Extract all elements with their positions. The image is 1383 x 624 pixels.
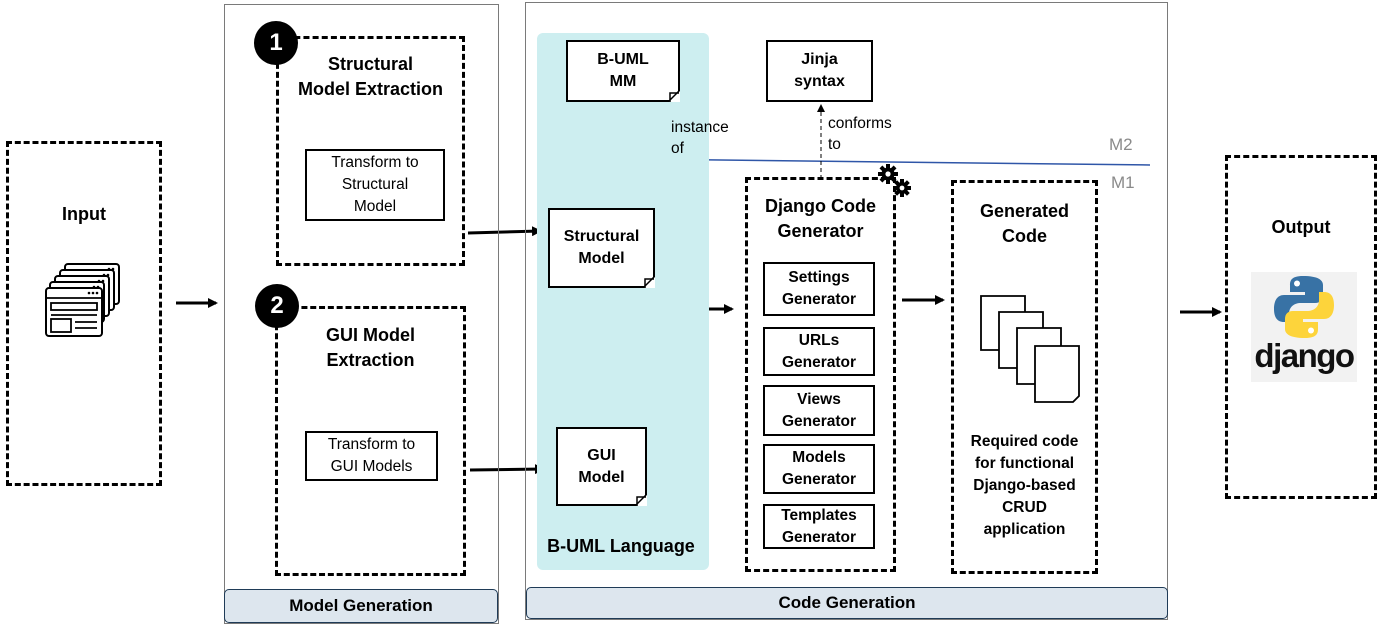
- jinja-syntax-box: Jinja syntax: [766, 40, 873, 102]
- buml-metamodel-note: B-UML MM: [566, 40, 680, 102]
- generated-code-description: Required code for functional Django-base…: [970, 433, 1079, 538]
- code-generation-panel: [525, 2, 1168, 620]
- models-generator-box: Models Generator: [763, 444, 875, 494]
- code-files-icon: [980, 295, 1080, 403]
- gui-task-box: Transform to GUI Models: [305, 431, 438, 481]
- django-generator-title: Django Code Generator: [765, 196, 876, 241]
- structural-model-note: Structural Model: [548, 208, 655, 288]
- buml-metamodel-label: B-UML MM: [597, 51, 649, 90]
- python-django-logo: django: [1251, 272, 1357, 382]
- model-generation-footer: Model Generation: [224, 589, 498, 623]
- step-1-badge: 1: [254, 21, 298, 65]
- structural-extraction-box: Structural Model Extraction Transform to…: [276, 36, 465, 266]
- conforms-to-label: conforms to: [828, 115, 892, 153]
- generated-code-box: Generated Code Required code for functio…: [951, 180, 1098, 574]
- input-box: Input: [6, 141, 162, 486]
- django-wordmark: django: [1254, 337, 1355, 374]
- documents-icon: [45, 263, 120, 337]
- templates-generator-box: Templates Generator: [763, 504, 875, 549]
- views-generator-box: Views Generator: [763, 385, 875, 436]
- arrow-structural-extraction-to-model: [467, 226, 542, 237]
- m1-level-label: M1: [1111, 173, 1135, 192]
- django-code-generator-box: Django Code Generator: [745, 177, 896, 572]
- buml-language-label: B-UML Language: [547, 536, 695, 556]
- code-generation-footer: Code Generation: [526, 587, 1168, 619]
- gui-model-label: GUI Model: [578, 446, 625, 486]
- structural-extraction-title: Structural Model Extraction: [297, 54, 444, 99]
- structural-task-box: Transform to Structural Model: [305, 149, 445, 221]
- input-label: Input: [62, 204, 106, 224]
- m2-level-label: M2: [1109, 135, 1133, 154]
- gui-extraction-title: GUI Model Extraction: [326, 325, 415, 370]
- page-fold-icon: [643, 276, 655, 288]
- arrow-gui-extraction-to-model: [469, 464, 545, 475]
- structural-model-label: Structural Model: [563, 228, 640, 267]
- gui-model-note: GUI Model: [556, 427, 647, 506]
- page-fold-icon: [668, 90, 680, 102]
- generated-code-title: Generated Code: [979, 201, 1070, 246]
- page-fold-icon: [635, 494, 647, 506]
- urls-generator-box: URLs Generator: [763, 327, 875, 376]
- gui-extraction-box: GUI Model Extraction Transform to GUI Mo…: [275, 306, 466, 576]
- output-label: Output: [1271, 217, 1331, 237]
- step-2-badge: 2: [255, 284, 299, 328]
- settings-generator-box: Settings Generator: [763, 262, 875, 316]
- gears-icon: [878, 164, 911, 197]
- output-box: Output django: [1225, 155, 1377, 499]
- instance-of-label: instance of: [671, 119, 729, 157]
- python-logo-icon: [1274, 276, 1334, 338]
